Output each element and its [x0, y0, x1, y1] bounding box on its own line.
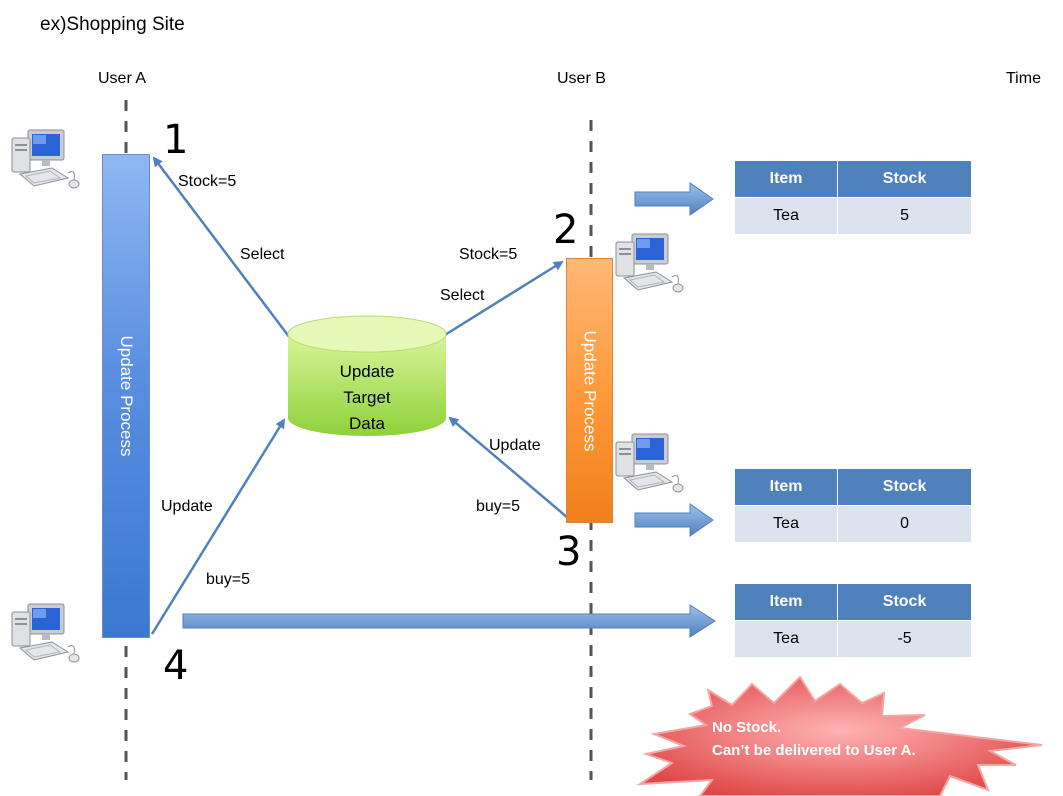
- table-cell-item: Tea: [733, 505, 839, 543]
- table-cell-stock: 5: [837, 197, 972, 235]
- select-arrow-a: [152, 156, 291, 339]
- database-line-1: Update: [339, 362, 395, 381]
- database-line-2: Target: [343, 388, 391, 407]
- update-arrow-b: [448, 416, 569, 519]
- edge-label-update-a: Update: [161, 498, 213, 515]
- edge-label-stock-a: Stock=5: [178, 173, 237, 190]
- step-number-4: 4: [163, 643, 189, 689]
- table-header-item: Item: [733, 160, 839, 198]
- step-number-2: 2: [553, 207, 579, 253]
- edge-label-select-b: Select: [440, 287, 485, 304]
- page-title: ex)Shopping Site: [40, 14, 185, 35]
- fat-arrow-1: [634, 182, 714, 216]
- alert-line-1: No Stock.: [712, 719, 782, 736]
- edge-label-update-b: Update: [489, 437, 541, 454]
- user-b-label: User B: [557, 70, 606, 87]
- edge-label-stock-b: Stock=5: [459, 246, 518, 263]
- computer-icon-user-b-bottom: [615, 433, 684, 493]
- computer-icon-user-a-top: [11, 129, 80, 189]
- table-header-stock: Stock: [837, 583, 972, 621]
- table-header-stock: Stock: [837, 160, 972, 198]
- alert-line-2: Can’t be delivered to User A.: [712, 742, 916, 759]
- update-process-bar-a: Update Process: [102, 154, 150, 638]
- fat-arrow-2: [634, 503, 714, 537]
- computer-icon-user-b-top: [615, 233, 684, 293]
- select-arrow-b: [439, 260, 564, 340]
- edge-label-buy-a: buy=5: [206, 571, 251, 588]
- update-arrow-a: [150, 418, 286, 635]
- step-number-3: 3: [556, 529, 582, 575]
- update-process-label-a: Update Process: [117, 335, 136, 457]
- table-cell-item: Tea: [733, 620, 839, 658]
- update-process-label-b: Update Process: [580, 330, 600, 451]
- computer-icon-user-a-bottom: [11, 603, 80, 663]
- database-cylinder: [287, 315, 447, 436]
- step-number-1: 1: [163, 117, 189, 163]
- table-cell-item: Tea: [733, 197, 839, 235]
- database-line-3: Data: [349, 414, 385, 433]
- alert-burst: [636, 675, 1043, 796]
- edge-label-select-a: Select: [240, 246, 285, 263]
- table-header-stock: Stock: [837, 468, 972, 506]
- database-label: Update Target Data: [288, 360, 446, 440]
- fat-arrow-3: [182, 604, 716, 638]
- edge-label-buy-b: buy=5: [476, 498, 521, 515]
- table-cell-stock: 0: [837, 505, 972, 543]
- update-process-bar-b: Update Process: [566, 258, 613, 523]
- user-a-label: User A: [98, 70, 147, 87]
- table-header-item: Item: [733, 583, 839, 621]
- table-cell-stock: -5: [837, 620, 972, 658]
- time-label: Time: [1006, 70, 1041, 87]
- table-header-item: Item: [733, 468, 839, 506]
